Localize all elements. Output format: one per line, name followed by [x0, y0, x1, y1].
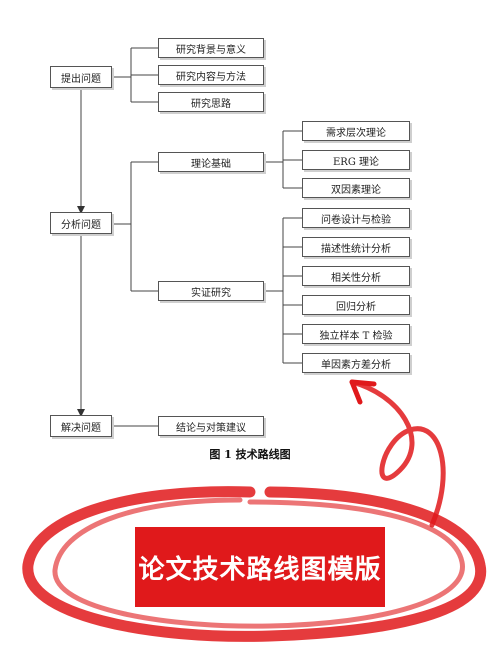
node-research-content: 研究内容与方法 — [158, 65, 264, 85]
node-regression: 回归分析 — [302, 295, 410, 315]
node-questionnaire: 问卷设计与检验 — [302, 208, 410, 228]
node-descriptive-stats: 描述性统计分析 — [302, 237, 410, 257]
node-theory-erg: ERG 理论 — [302, 150, 410, 170]
node-theory-two-factor: 双因素理论 — [302, 178, 410, 198]
node-theory-basis: 理论基础 — [158, 152, 264, 172]
node-analyze-problem: 分析问题 — [50, 212, 112, 234]
node-t-test: 独立样本 T 检验 — [302, 324, 410, 344]
banner-text: 论文技术路线图模版 — [138, 554, 382, 585]
node-conclusion: 结论与对策建议 — [158, 416, 264, 436]
node-theory-hierarchy: 需求层次理论 — [302, 121, 410, 141]
node-propose-problem: 提出问题 — [50, 66, 112, 88]
figure-caption: 图 1 技术路线图 — [209, 448, 291, 461]
node-research-approach: 研究思路 — [158, 92, 264, 112]
node-anova: 单因素方差分析 — [302, 353, 410, 373]
red-circle-mark — [22, 379, 487, 642]
node-empirical-study: 实证研究 — [158, 281, 264, 301]
node-research-background: 研究背景与意义 — [158, 38, 264, 58]
node-solve-problem: 解决问题 — [50, 415, 112, 437]
template-banner: 论文技术路线图模版 — [135, 527, 385, 607]
node-correlation: 相关性分析 — [302, 266, 410, 286]
